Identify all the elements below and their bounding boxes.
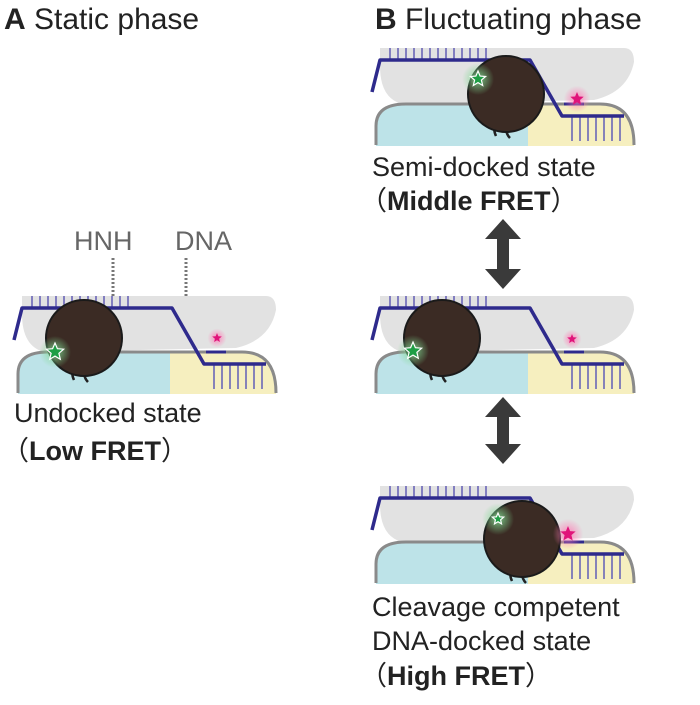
donor-star-icon (490, 511, 506, 526)
dna-label: DNA (175, 226, 233, 256)
dna-target-strand (370, 306, 624, 366)
middle-fret-label: （Middle FRET） (360, 186, 578, 216)
transition-arrow-upper (485, 219, 521, 289)
donor-star-icon (44, 341, 66, 361)
cleavage-competent-label: Cleavage competent (372, 592, 620, 622)
lower-lobe-outline (16, 350, 278, 394)
high-fret-text: High FRET (387, 661, 525, 691)
panel-b-heading: B Fluctuating phase (375, 5, 642, 35)
dna-target-strand (370, 58, 624, 118)
lower-lobe-outline (374, 350, 636, 394)
dna-target-strand (370, 496, 624, 556)
undocked-state-diagram (12, 296, 278, 394)
semi-docked-state-diagram (370, 48, 636, 146)
pam-region (170, 352, 276, 394)
semi-docked-state-label: Semi-docked state (372, 152, 596, 182)
donor-star-icon (468, 69, 488, 87)
pam-region (528, 352, 634, 394)
transition-arrow-lower (485, 397, 521, 464)
donor-star-icon (402, 340, 424, 360)
acceptor-star-icon (560, 526, 576, 541)
low-fret-text: Low FRET (29, 436, 161, 466)
dna-target-strand (12, 306, 266, 366)
undocked-state-label: Undocked state (14, 398, 202, 428)
dna-docked-state-diagram (370, 486, 636, 584)
high-fret-label: （High FRET） (360, 661, 552, 691)
middle-fret-text: Middle FRET (387, 186, 551, 216)
acceptor-star-icon (567, 334, 577, 343)
panel-b-letter: B (375, 3, 397, 36)
panel-a-heading: A Static phase (4, 5, 199, 35)
panel-b-title: Fluctuating phase (405, 3, 642, 36)
fluctuating-intermediate-diagram (370, 296, 636, 394)
low-fret-label: （Low FRET） (2, 436, 188, 466)
panel-a-title: Static phase (34, 3, 200, 36)
dna-docked-state-label: DNA-docked state (372, 626, 592, 656)
acceptor-star-icon (570, 92, 584, 105)
acceptor-star-icon (212, 333, 222, 342)
hnh-label: HNH (74, 226, 133, 256)
panel-a-letter: A (4, 3, 26, 36)
